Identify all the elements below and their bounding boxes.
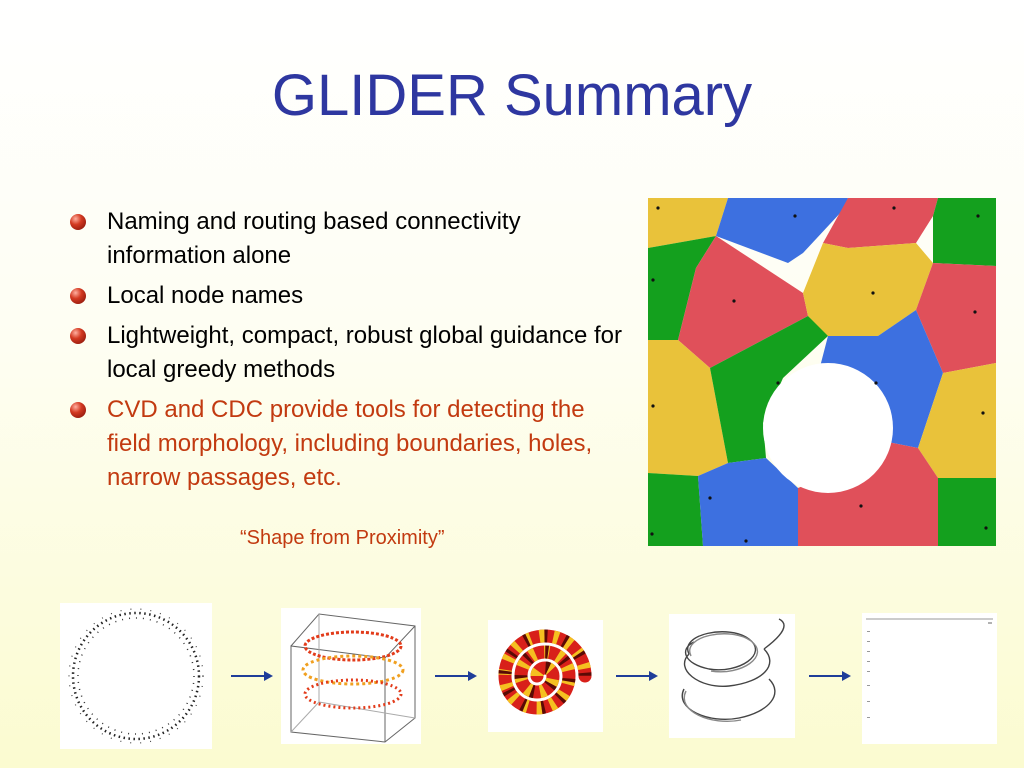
voronoi-partition-figure <box>648 198 996 546</box>
blank-chart-panel-image <box>862 613 997 744</box>
bullet-text: Local node names <box>107 282 304 309</box>
ring-point-cloud-image <box>60 603 212 749</box>
bullet-item: Naming and routing based connectivity in… <box>70 205 630 273</box>
bullet-icon <box>70 288 86 304</box>
bullet-icon <box>70 214 86 230</box>
bullet-text: Lightweight, compact, robust global guid… <box>107 322 622 383</box>
bullet-item-highlight: CVD and CDC provide tools for detecting … <box>70 393 630 495</box>
bullet-list: Naming and routing based connectivity in… <box>70 205 630 501</box>
caption-shape-from-proximity: “Shape from Proximity” <box>240 527 445 549</box>
gray-helix-sketch-image <box>669 614 795 738</box>
arrow-right-icon <box>809 671 851 681</box>
bullet-icon <box>70 328 86 344</box>
bullet-text: CVD and CDC provide tools for detecting … <box>107 396 593 491</box>
hole <box>763 363 893 493</box>
arrow-right-icon <box>231 671 273 681</box>
arrow-right-icon <box>616 671 658 681</box>
arrow-right-icon <box>435 671 477 681</box>
bullet-text: Naming and routing based connectivity in… <box>107 208 521 269</box>
colored-helix-tube-image <box>488 620 603 732</box>
slide-title: GLIDER Summary <box>271 63 753 128</box>
bullet-item: Local node names <box>70 279 630 313</box>
bullet-icon <box>70 402 86 418</box>
voronoi-regions <box>648 198 996 546</box>
node-points <box>650 206 988 543</box>
helix-in-box-image <box>281 608 421 744</box>
bullet-item: Lightweight, compact, robust global guid… <box>70 319 630 387</box>
